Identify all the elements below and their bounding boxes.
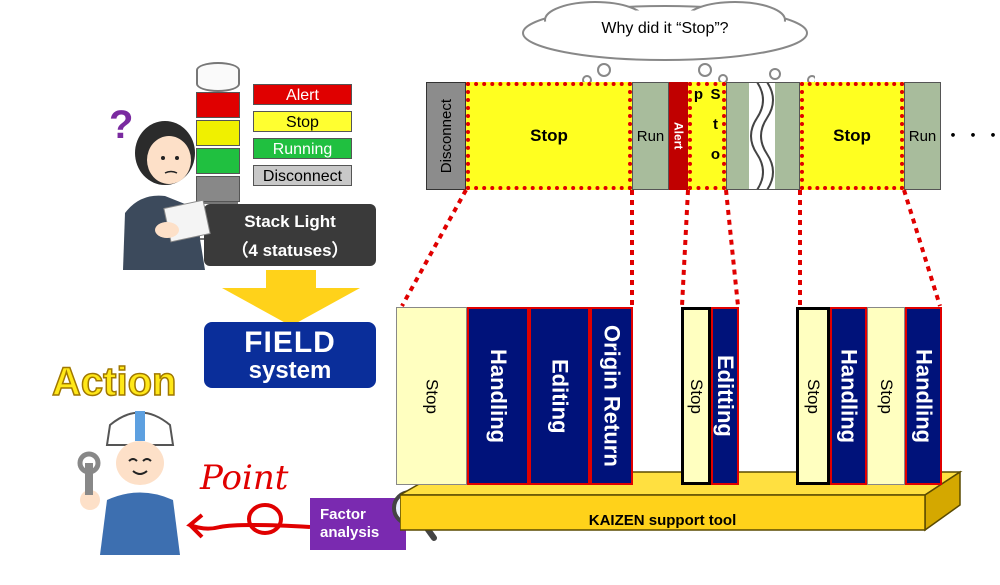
timeline-stop-3: Stop xyxy=(800,82,904,190)
timeline-ellipsis: ・・・ xyxy=(944,126,1000,146)
stack-light-caption: Stack Light （4 statuses） xyxy=(204,204,376,266)
field-logo-line2: system xyxy=(248,357,332,384)
factor-analysis-tag: Factor analysis xyxy=(310,498,406,550)
factor-line1: Factor xyxy=(320,506,366,523)
timeline-stop-1: Stop xyxy=(466,82,632,190)
breakdown1-origin-return: Origin Return xyxy=(590,307,633,485)
stack-label-stop: Stop xyxy=(253,111,352,132)
timeline-run-2: Run xyxy=(904,82,941,190)
cloud-text: Why did it “Stop”? xyxy=(601,20,729,37)
breakdown3-handling-2: Handling xyxy=(905,307,942,485)
field-system-logo: FIELD system xyxy=(204,322,376,388)
stack-label-running: Running xyxy=(253,138,352,159)
down-arrow xyxy=(222,270,360,326)
break-icon xyxy=(749,83,775,189)
breakdown1-editing: Editing xyxy=(529,307,590,485)
running-lamp xyxy=(196,148,240,174)
timeline-alert: Alert xyxy=(669,82,688,190)
alert-lamp xyxy=(196,92,240,118)
point-text: Point xyxy=(200,458,289,498)
timeline-run-1: Run xyxy=(632,82,669,190)
thought-cloud xyxy=(522,1,815,85)
stack-light-statuses: （4 statuses） xyxy=(231,241,349,260)
timeline-disconnect: Disconnect xyxy=(426,82,466,190)
breakdown3-handling-1: Handling xyxy=(830,307,867,485)
breakdown1-handling: Handling xyxy=(467,307,529,485)
stack-light-title: Stack Light xyxy=(244,212,336,231)
timeline-gap xyxy=(726,82,800,190)
stop-lamp xyxy=(196,120,240,146)
disconnect-lamp xyxy=(196,176,240,202)
question-mark-icon: ? xyxy=(109,103,133,147)
field-logo-line1: FIELD xyxy=(244,326,336,359)
timeline-stop-2: S t o p xyxy=(688,82,726,190)
breakdown3-stop-2: Stop xyxy=(867,307,905,485)
worker-wrench-illustration xyxy=(77,411,180,555)
breakdown2-stop: Stop xyxy=(681,307,711,485)
point-arrow xyxy=(186,503,311,539)
stack-label-disconnect: Disconnect xyxy=(253,165,352,186)
worker-thinking-illustration: ? xyxy=(109,103,211,270)
breakdown2-editting: Editting xyxy=(711,307,739,485)
stack-label-alert: Alert xyxy=(253,84,352,105)
factor-line2: analysis xyxy=(320,524,380,541)
kaizen-label: KAIZEN support tool xyxy=(588,512,737,529)
action-text: Action xyxy=(51,359,177,405)
breakdown1-stop: Stop xyxy=(396,307,467,485)
wrench-icon xyxy=(85,463,93,495)
breakdown3-stop-1: Stop xyxy=(796,307,830,485)
